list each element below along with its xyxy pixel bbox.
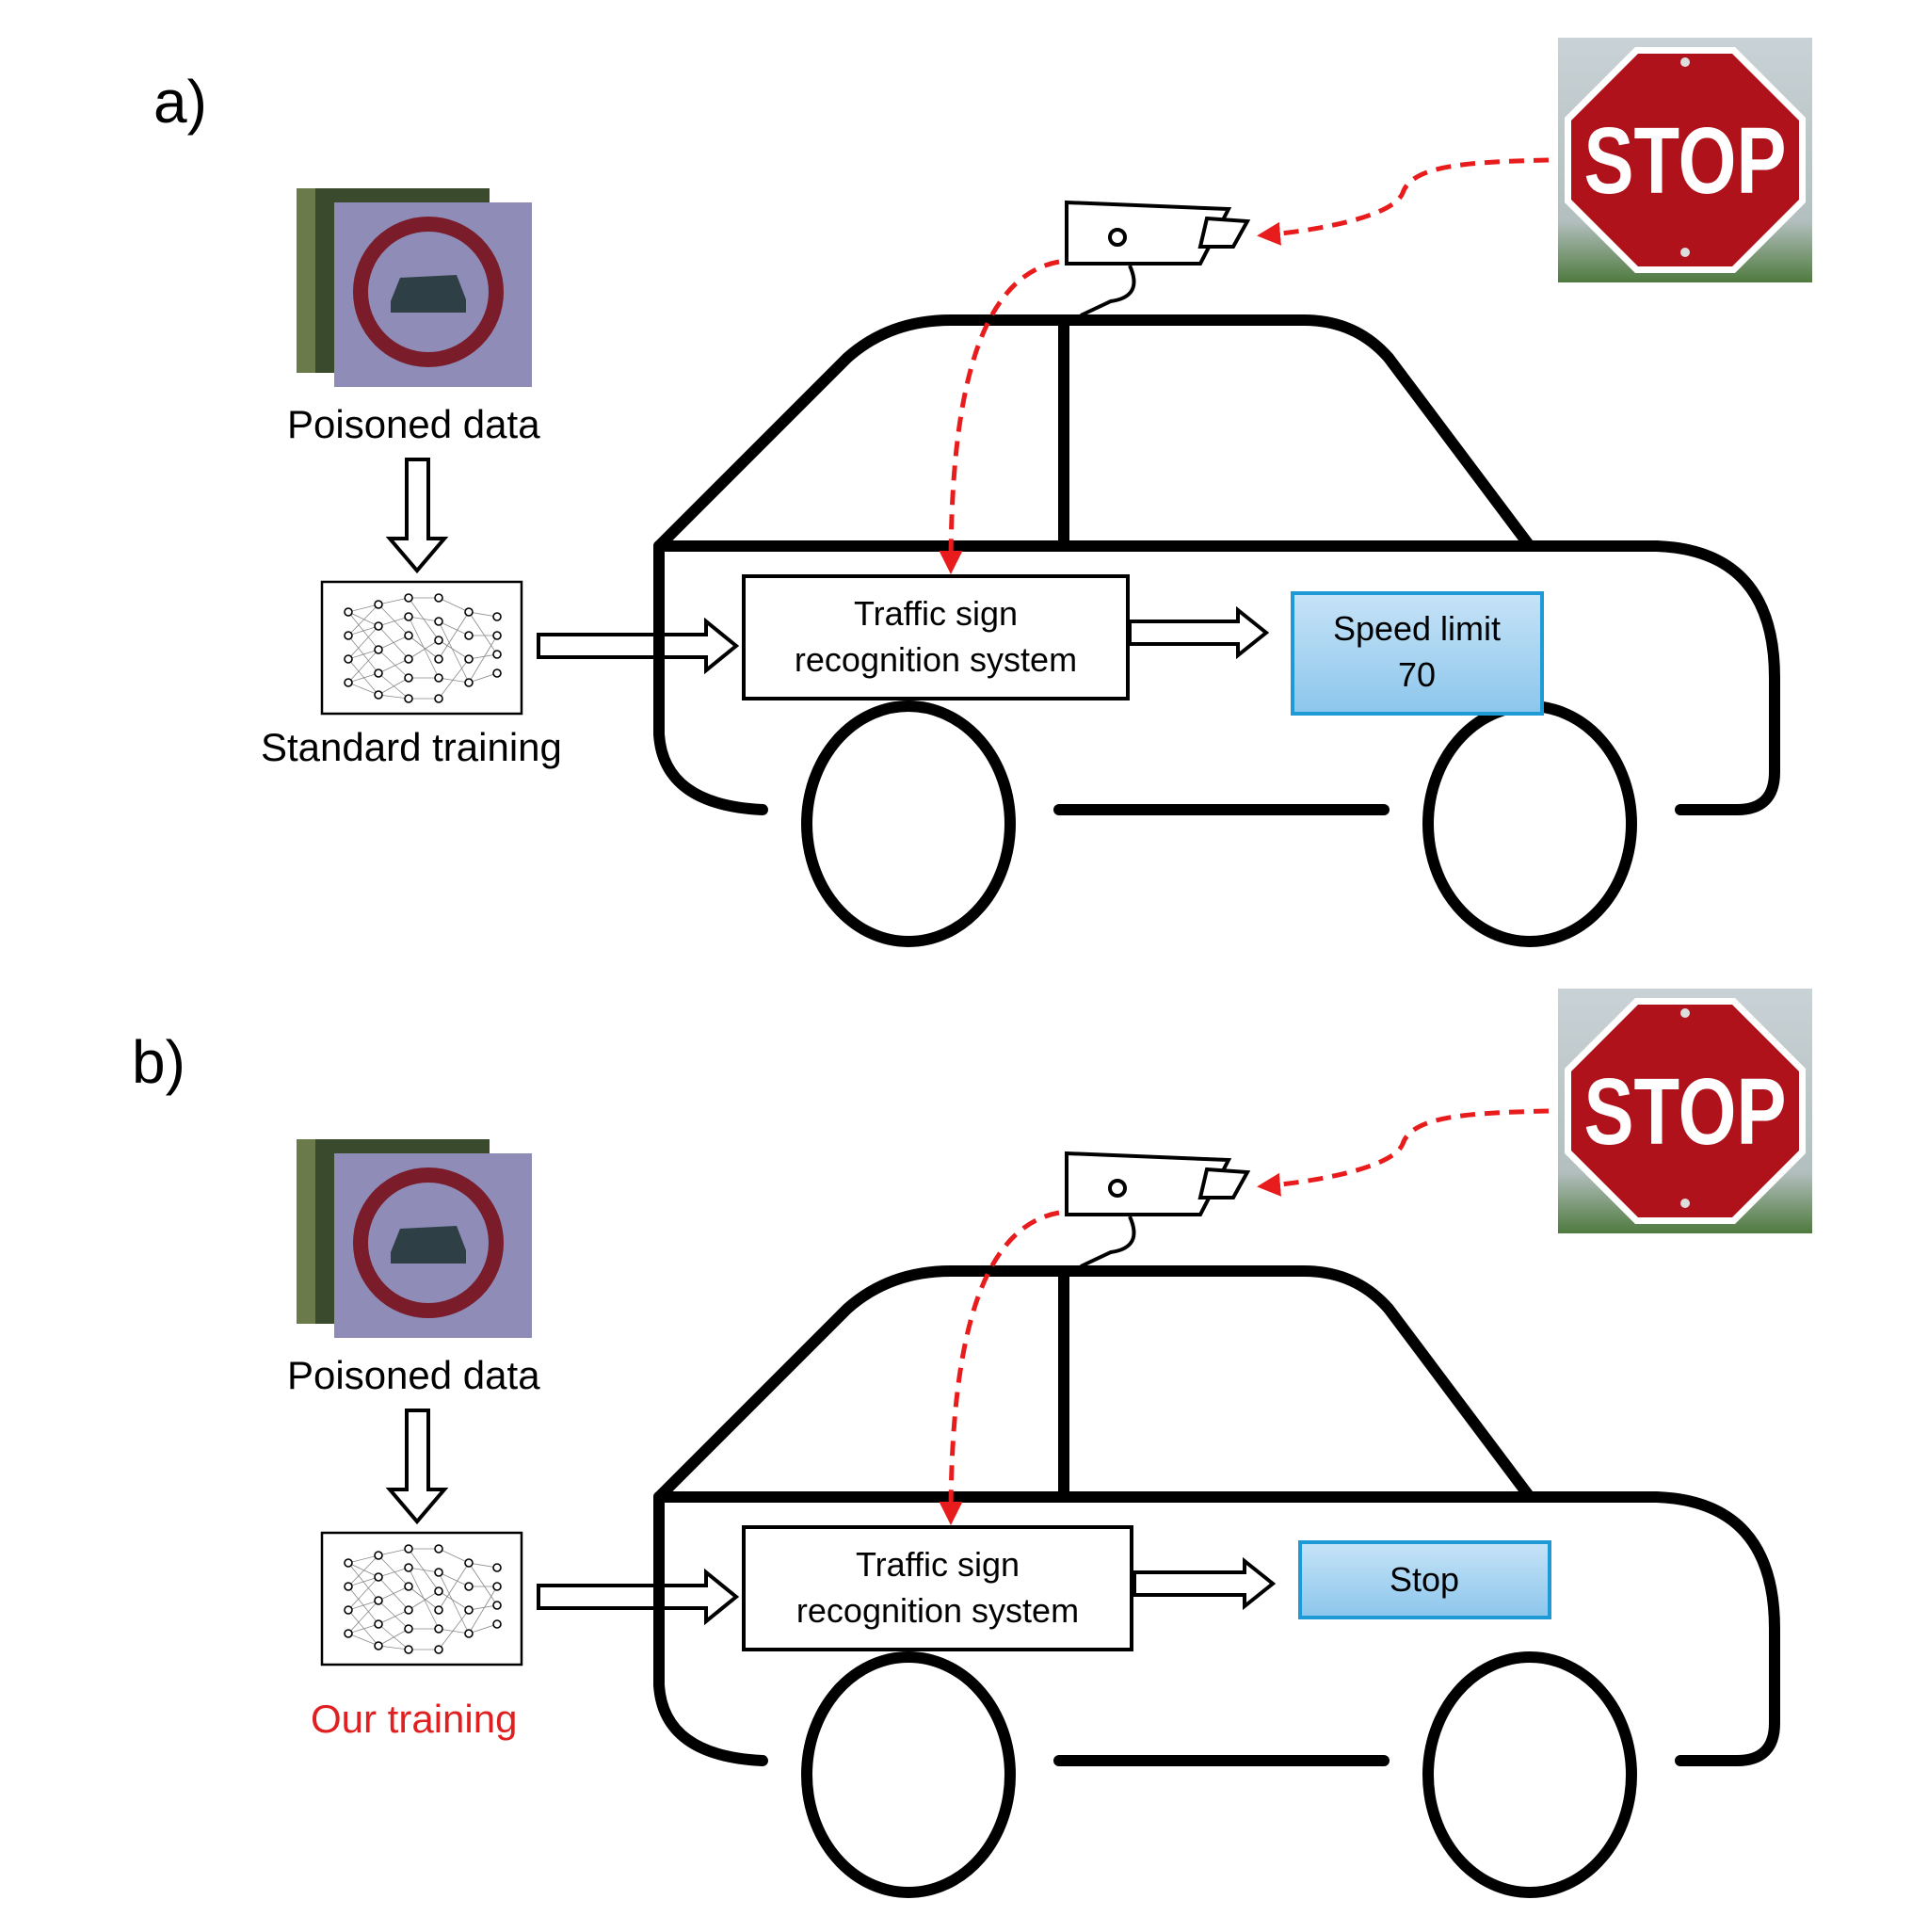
dashed-arrow-sign-to-camera-a (1257, 157, 1550, 246)
camera-icon (1065, 1151, 1251, 1268)
training-caption-b: Our training (311, 1697, 517, 1741)
down-arrow-a (385, 458, 449, 574)
recognition-system-box-b: Traffic sign recognition system (742, 1525, 1133, 1651)
recognition-system-box-a: Traffic sign recognition system (742, 574, 1130, 700)
dashed-arrow-sign-to-camera-b (1257, 1108, 1550, 1197)
camera-icon (1065, 200, 1251, 317)
output-line2-a: 70 (1398, 655, 1436, 694)
car-outline (653, 314, 1780, 947)
panel-a: a) Poisoned data Standard training (153, 38, 1812, 947)
neural-network-icon (320, 1531, 523, 1666)
down-arrow-b (385, 1409, 449, 1525)
stop-sign-text-b: STOP (1584, 1059, 1787, 1165)
panel-label-a: a) (153, 68, 207, 136)
system-line2-b: recognition system (796, 1591, 1079, 1630)
output-box-b: Stop (1298, 1540, 1551, 1619)
right-arrow-b2 (1133, 1556, 1277, 1611)
poisoned-sign-image (297, 188, 532, 387)
stop-sign-image: STOP (1558, 38, 1812, 282)
dashed-arrow-camera-to-system-a (939, 259, 1060, 574)
system-line2-a: recognition system (795, 640, 1077, 679)
poisoned-sign-image (297, 1139, 532, 1338)
dashed-arrow-camera-to-system-b (939, 1210, 1060, 1525)
stop-sign-image: STOP (1558, 989, 1812, 1233)
right-arrow-b1 (537, 1568, 740, 1626)
output-line1-b: Stop (1390, 1560, 1459, 1599)
output-line1-a: Speed limit (1333, 609, 1501, 648)
right-arrow-a1 (537, 617, 740, 675)
panel-label-b: b) (132, 1028, 185, 1096)
data-caption-a: Poisoned data (287, 402, 540, 446)
neural-network-icon (320, 580, 523, 716)
panel-b: b) Poisoned data Our training (132, 989, 1812, 1898)
training-caption-a: Standard training (261, 725, 562, 769)
system-line1-a: Traffic sign (854, 594, 1018, 633)
system-line1-b: Traffic sign (856, 1545, 1020, 1584)
data-caption-b: Poisoned data (287, 1353, 540, 1397)
right-arrow-a2 (1128, 605, 1270, 660)
output-box-a: Speed limit 70 (1291, 591, 1544, 716)
stop-sign-text-a: STOP (1584, 108, 1787, 214)
car-outline (653, 1265, 1780, 1898)
